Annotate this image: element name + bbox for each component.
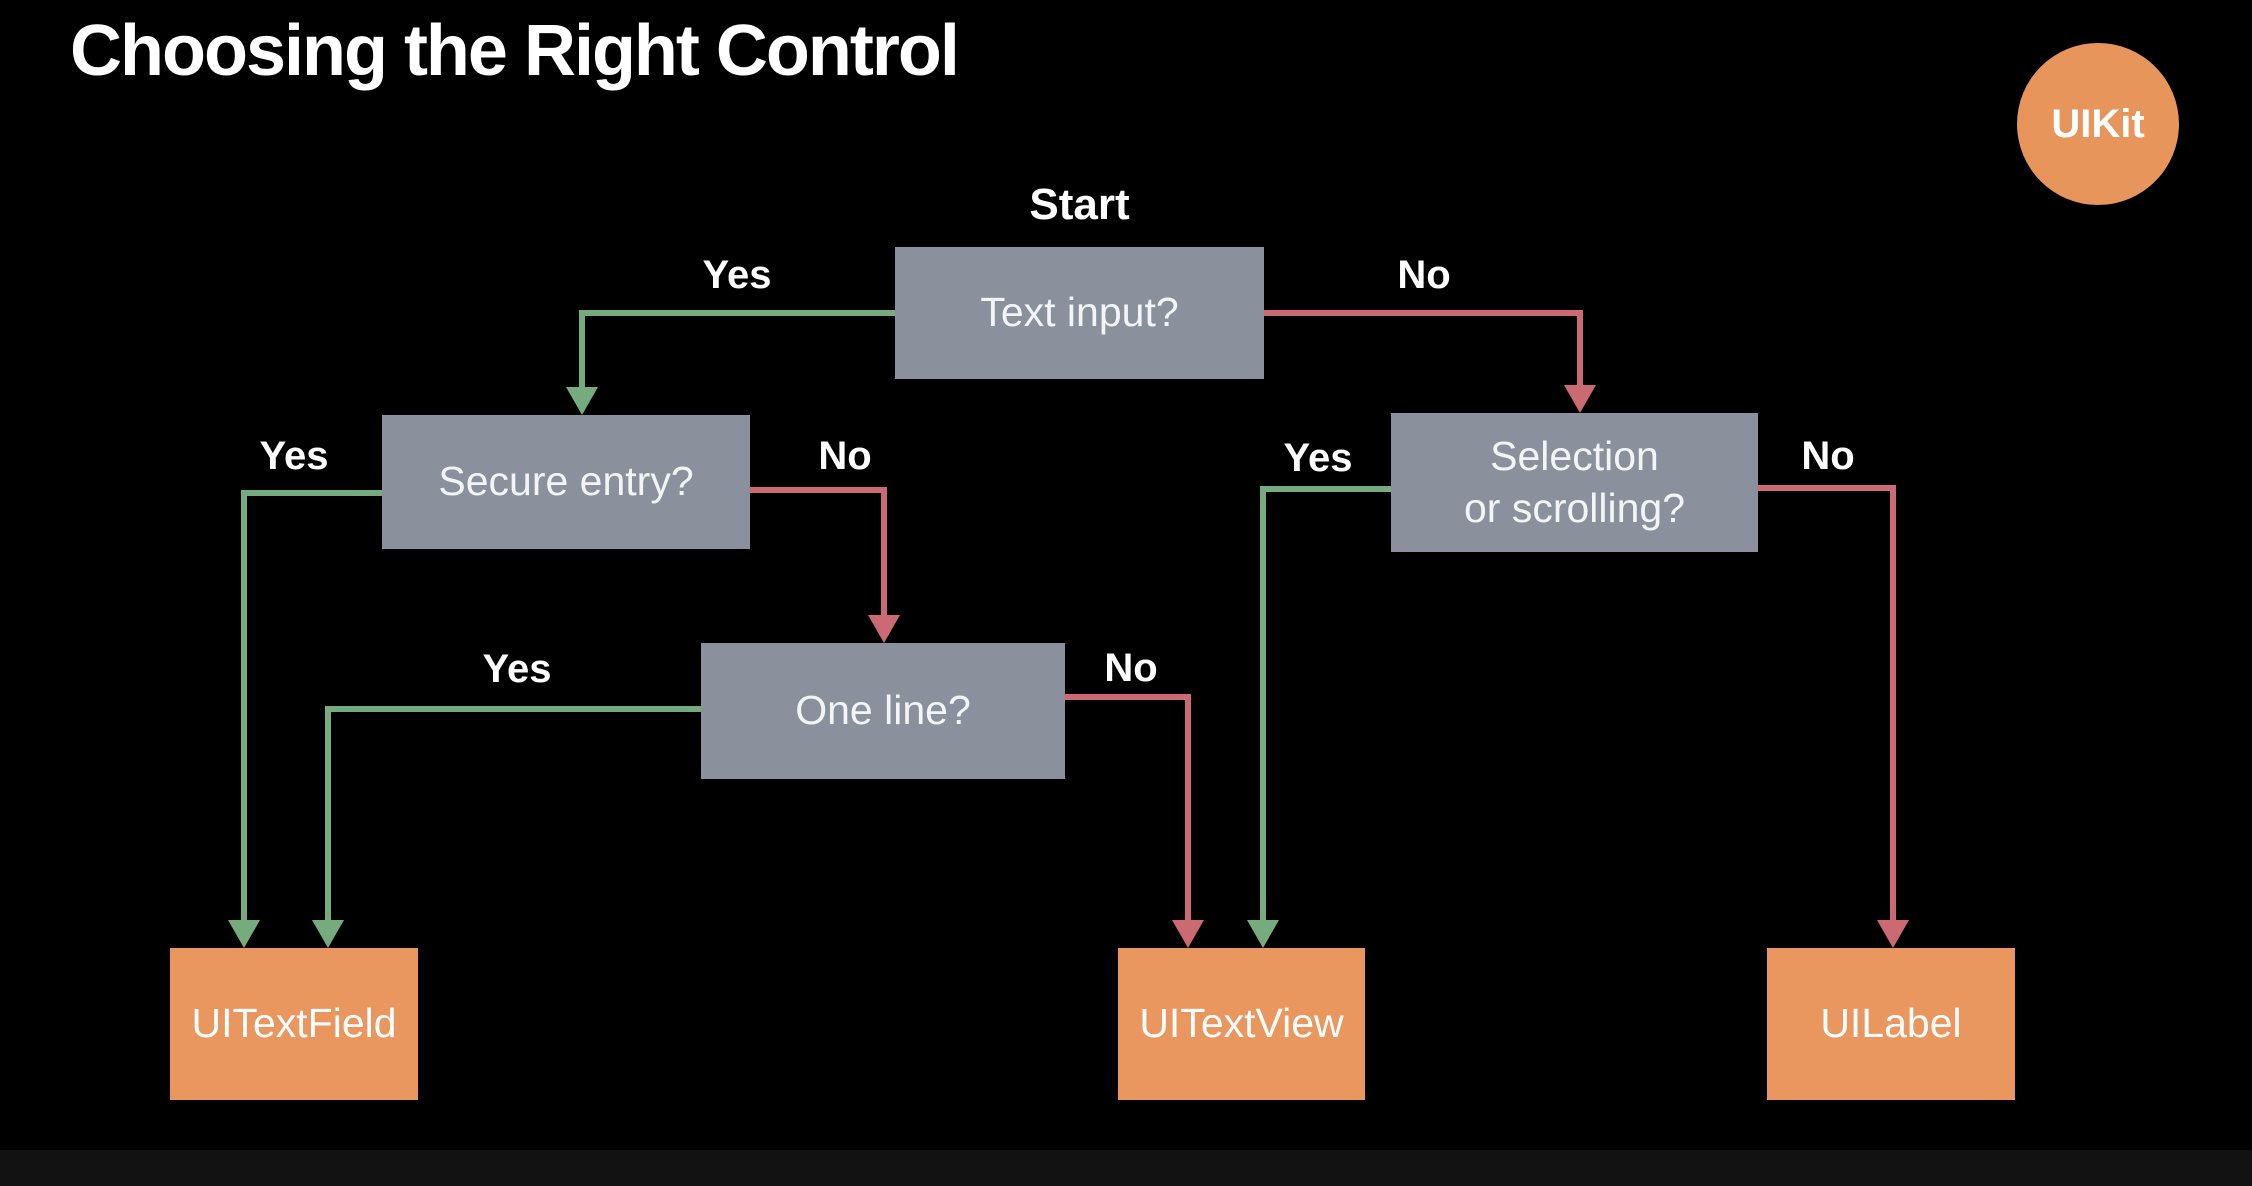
edge-oneline-no-hline: [1065, 694, 1191, 700]
edge-textinput-no-vline: [1577, 310, 1583, 389]
node-selection-scrolling: Selection or scrolling?: [1391, 413, 1758, 552]
node-uitextview-label: UITextView: [1139, 1000, 1344, 1047]
edge-label-yes: Yes: [482, 647, 552, 691]
node-text-input: Text input?: [895, 247, 1264, 379]
node-selection-scrolling-label: Selection or scrolling?: [1463, 433, 1686, 531]
edge-textinput-no-hline: [1264, 310, 1583, 316]
page-title: Choosing the Right Control: [70, 11, 960, 91]
arrow-down-icon: [312, 920, 344, 948]
edge-selection-no-vline: [1890, 485, 1896, 924]
node-uilabel-label: UILabel: [1820, 1000, 1962, 1047]
node-uitextfield-label: UITextField: [191, 1000, 397, 1047]
edge-secure-no-vline: [881, 487, 887, 619]
node-text-input-label: Text input?: [980, 289, 1179, 336]
bottom-bar: [0, 1150, 2252, 1186]
start-label: Start: [1029, 180, 1130, 229]
edge-label-no: No: [818, 434, 872, 478]
arrow-down-icon: [566, 387, 598, 415]
edge-textinput-yes-hline: [579, 310, 895, 316]
edge-secure-yes-hline: [241, 490, 382, 496]
edge-oneline-no-vline: [1185, 694, 1191, 924]
arrow-down-icon: [868, 615, 900, 643]
node-one-line-label: One line?: [795, 687, 971, 734]
uikit-badge-label: UIKit: [2051, 101, 2145, 146]
edge-label-no: No: [1801, 434, 1855, 478]
edge-label-no: No: [1397, 253, 1451, 297]
arrow-down-icon: [1877, 920, 1909, 948]
node-uilabel: UILabel: [1767, 948, 2015, 1100]
edge-oneline-yes-vline: [325, 706, 331, 924]
uikit-badge: UIKit: [2017, 43, 2179, 205]
arrow-down-icon: [1247, 920, 1279, 948]
edge-label-yes: Yes: [259, 434, 329, 478]
edge-selection-yes-vline: [1260, 486, 1266, 924]
edge-label-no: No: [1104, 646, 1158, 690]
edge-secure-yes-vline: [241, 490, 247, 924]
node-secure-entry-label: Secure entry?: [438, 458, 694, 505]
node-uitextview: UITextView: [1118, 948, 1365, 1100]
edge-selection-yes-hline: [1260, 486, 1391, 492]
edge-textinput-yes-vline: [579, 310, 585, 391]
arrow-down-icon: [1172, 920, 1204, 948]
node-uitextfield: UITextField: [170, 948, 418, 1100]
node-one-line: One line?: [701, 643, 1065, 779]
edge-label-yes: Yes: [702, 253, 772, 297]
edge-selection-no-hline: [1758, 485, 1896, 491]
node-secure-entry: Secure entry?: [382, 415, 750, 549]
edge-label-yes: Yes: [1283, 436, 1353, 480]
arrow-down-icon: [1564, 385, 1596, 413]
arrow-down-icon: [228, 920, 260, 948]
edge-secure-no-hline: [750, 487, 887, 493]
edge-oneline-yes-hline: [325, 706, 701, 712]
